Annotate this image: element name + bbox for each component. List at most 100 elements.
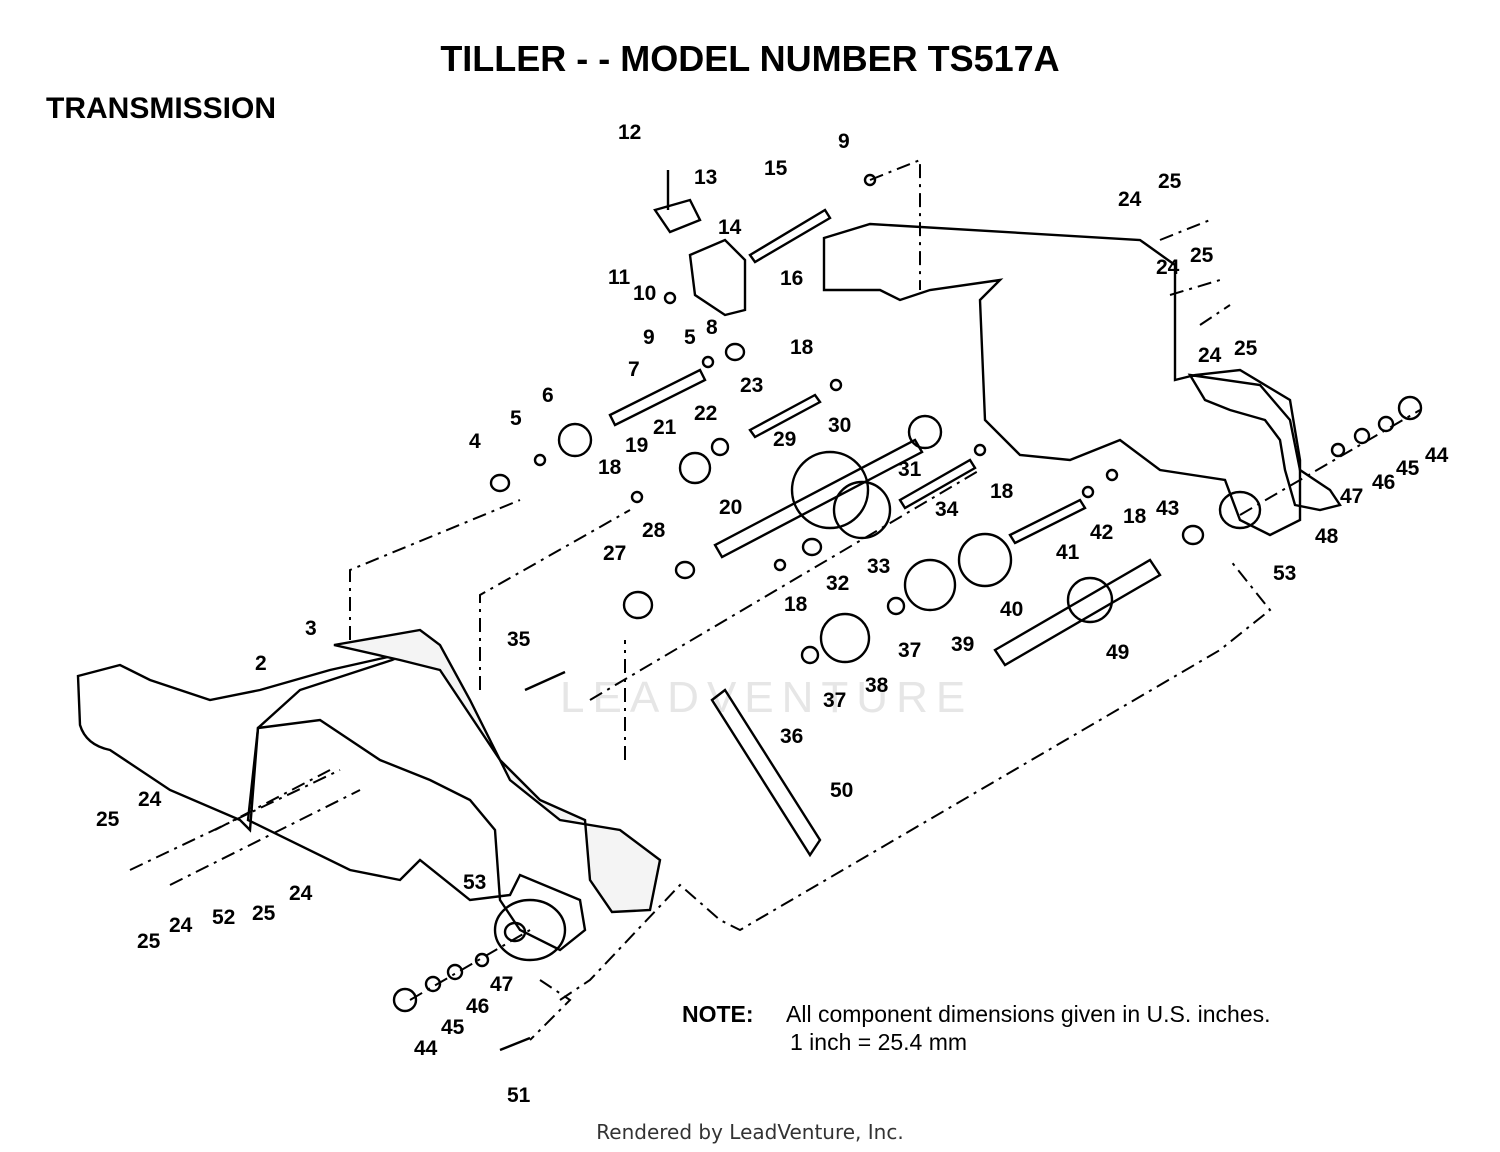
callout-49: 49 (1106, 641, 1129, 664)
callout-53a: 53 (1273, 562, 1296, 585)
note-label: NOTE: (682, 1001, 754, 1027)
washer-9a (863, 173, 877, 187)
bearing-32 (801, 537, 823, 557)
callout-50: 50 (830, 779, 853, 802)
washer-9b (663, 291, 677, 305)
callout-51: 51 (507, 1084, 531, 1107)
washer-18b (630, 490, 644, 504)
callout-38: 38 (865, 674, 889, 697)
callout-22: 22 (694, 402, 717, 425)
callout-19: 19 (625, 434, 648, 457)
callout-5a: 5 (684, 326, 696, 349)
callout-44b: 44 (414, 1037, 438, 1060)
callout-45a: 45 (1396, 457, 1420, 480)
sprocket-29 (790, 450, 870, 530)
bearing-4 (489, 473, 511, 493)
washer-47a (1330, 442, 1346, 458)
callout-41: 41 (1056, 541, 1080, 564)
callout-30: 30 (828, 414, 851, 437)
left-hub-53 (493, 898, 567, 962)
callout-10: 10 (633, 282, 656, 305)
callout-25c: 25 (1234, 337, 1258, 360)
watermark: LEADVENTURE (560, 673, 973, 722)
callout-37a: 37 (898, 639, 921, 662)
sprocket-38 (819, 612, 871, 664)
callout-24b: 24 (1156, 256, 1180, 279)
callout-3: 3 (305, 617, 317, 640)
callout-8: 8 (706, 316, 718, 339)
washer-5b (533, 453, 547, 467)
shaft-16 (748, 208, 832, 264)
callout-29: 29 (773, 428, 796, 451)
sprocket-49 (1066, 576, 1114, 624)
note-line2: 1 inch = 25.4 mm (790, 1029, 968, 1055)
callout-31: 31 (898, 458, 922, 481)
gear-6 (557, 422, 593, 458)
bolt-51 (499, 1036, 531, 1052)
callout-5b: 5 (510, 407, 522, 430)
washer-46b (446, 963, 464, 981)
callout-20: 20 (719, 496, 742, 519)
callout-12: 12 (618, 121, 641, 144)
callout-18a: 18 (790, 336, 814, 359)
callout-2: 2 (255, 652, 267, 675)
callout-24d: 24 (138, 788, 162, 811)
washer-46a (1353, 427, 1371, 445)
lever-13 (653, 198, 702, 234)
callout-53b: 53 (463, 871, 486, 894)
callout-24c: 24 (1198, 344, 1222, 367)
gear-21 (678, 451, 712, 485)
assembly-leader-lines (129, 158, 1421, 1041)
gasket (333, 628, 662, 914)
shaft-23 (748, 393, 822, 439)
bolt-35 (524, 670, 566, 692)
washer-45a (1377, 415, 1395, 433)
dimension-note: NOTE: All component dimensions given in U… (682, 1000, 1271, 1056)
bearing-37b (800, 645, 820, 665)
sprocket-33 (832, 480, 892, 540)
sprocket-39 (903, 558, 957, 612)
shaft-7 (608, 368, 707, 427)
callout-25e: 25 (252, 902, 276, 925)
callout-13: 13 (694, 166, 717, 189)
callout-27: 27 (603, 542, 626, 565)
callout-46a: 46 (1372, 471, 1395, 494)
washer-18c (973, 443, 987, 457)
washer-18a (829, 378, 843, 392)
callout-7: 7 (628, 358, 640, 381)
left-hub-bore (503, 921, 527, 943)
callout-45b: 45 (441, 1016, 465, 1039)
callout-37b: 37 (823, 689, 846, 712)
callout-24a: 24 (1118, 188, 1142, 211)
callout-numbers: 12 13 15 9 14 11 10 16 9 8 5 7 18 23 6 5… (96, 121, 1449, 1107)
nut-44-left (392, 987, 418, 1013)
callout-24f: 24 (169, 914, 193, 937)
note-line1: All component dimensions given in U.S. i… (786, 1001, 1271, 1027)
callout-18e: 18 (1123, 505, 1147, 528)
callout-34: 34 (935, 498, 959, 521)
callout-44a: 44 (1425, 444, 1449, 467)
footer-credit: Rendered by LeadVenture, Inc. (596, 1120, 904, 1144)
right-cover (1187, 373, 1342, 512)
callout-25f: 25 (137, 930, 161, 953)
shaft-49 (993, 558, 1162, 667)
page-title: TILLER - - MODEL NUMBER TS517A (440, 38, 1060, 79)
right-housing (822, 222, 1302, 537)
washer-5a (701, 355, 715, 369)
shaft-30 (713, 438, 924, 559)
shaft-41 (1008, 498, 1087, 545)
callout-24e: 24 (289, 882, 313, 905)
gear-31 (907, 414, 943, 450)
bearing-8 (724, 342, 746, 362)
bearing-43 (1181, 524, 1205, 546)
callout-35: 35 (507, 628, 531, 651)
callout-9a: 9 (838, 130, 850, 153)
callout-25b: 25 (1190, 244, 1214, 267)
callout-39: 39 (951, 633, 974, 656)
callout-32: 32 (826, 572, 849, 595)
bearing-37a (886, 596, 906, 616)
callout-14: 14 (718, 216, 742, 239)
callout-52: 52 (212, 906, 235, 929)
right-hub-53 (1218, 490, 1262, 530)
